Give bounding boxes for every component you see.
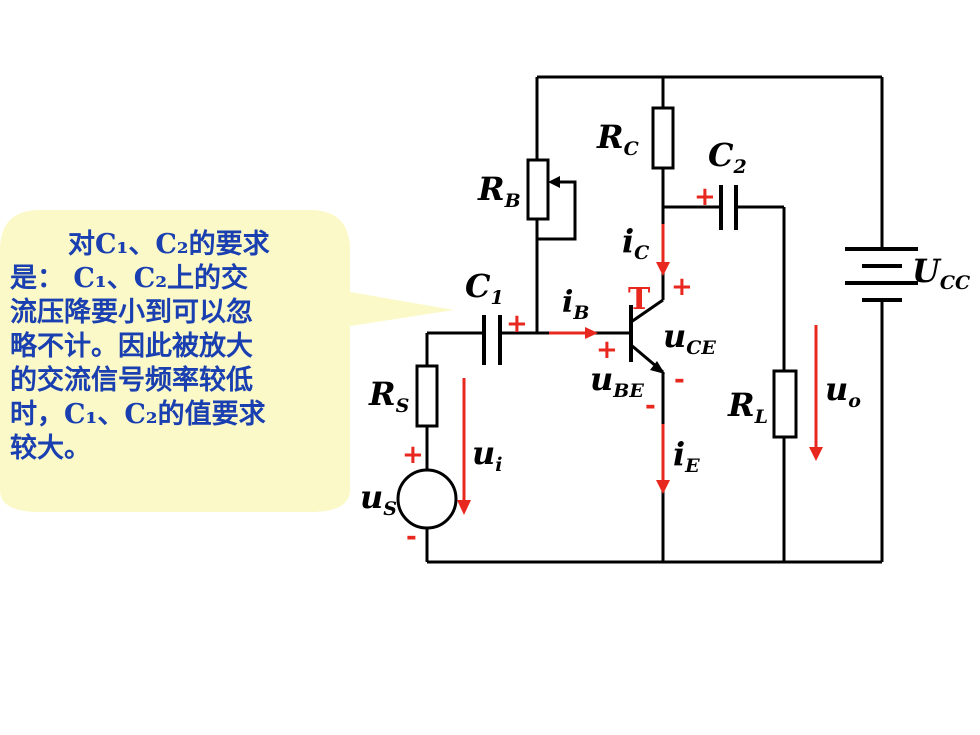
label-c2: C2 <box>708 136 747 178</box>
uce-minus-sign: - <box>674 365 685 395</box>
note-line-1: 对C₁、C₂的要求 <box>68 229 270 260</box>
note-line-2: 是： C₁、C₂上的交 <box>10 263 249 294</box>
uo-arrow-icon <box>809 447 823 461</box>
label-rc: RC <box>596 118 639 160</box>
ib-arrow-icon <box>585 327 598 339</box>
label-ucc: UCC <box>912 252 970 294</box>
note-line-3: 流压降要小到可以忽 <box>10 297 253 328</box>
note-line-5: 的交流信号频率较低 <box>10 365 253 396</box>
label-c1: C1 <box>465 267 504 309</box>
us-minus-sign: - <box>406 522 417 552</box>
rb-wiper <box>537 180 577 241</box>
ic-arrow-icon <box>656 262 670 276</box>
resistor-rc <box>651 106 675 170</box>
label-ic: iC <box>622 222 649 264</box>
label-rl: RL <box>727 386 768 428</box>
source-us <box>396 468 458 530</box>
resistor-rs <box>415 364 439 428</box>
emitter-arrow-icon <box>650 361 665 374</box>
capacitor-c2 <box>719 185 738 230</box>
label-rb: RB <box>477 170 521 212</box>
label-ib: iB <box>562 285 589 324</box>
label-us: uS <box>360 478 397 520</box>
label-uce: uCE <box>663 317 716 359</box>
us-plus-sign: + <box>402 440 424 470</box>
label-rs: RS <box>368 375 409 417</box>
label-ie: iE <box>673 435 700 477</box>
ube-plus-sign: + <box>596 335 618 365</box>
capacitor-c1 <box>482 315 502 365</box>
label-ube: uBE <box>590 360 644 402</box>
resistor-rl <box>772 369 798 439</box>
battery-ucc <box>845 247 918 302</box>
ui-arrow-icon <box>457 500 471 515</box>
note-line-6: 时，C₁、C₂的值要求 <box>10 399 266 430</box>
note-line-7: 较大。 <box>10 433 91 464</box>
rb-wiper-arrowhead <box>548 176 560 188</box>
label-uo: uo <box>825 370 861 412</box>
label-ui: ui <box>472 434 502 476</box>
red-arrows <box>457 224 823 515</box>
uce-plus-sign: + <box>671 272 693 302</box>
ube-minus-sign: - <box>645 391 656 421</box>
wires <box>425 75 884 564</box>
ie-arrow-icon <box>656 480 670 494</box>
note-line-4: 略不计。因此被放大 <box>10 331 253 362</box>
resistor-rb <box>526 158 550 221</box>
label-transistor-t: T <box>628 282 651 317</box>
c2-plus-sign: + <box>694 182 716 212</box>
callout-text: 对C₁、C₂的要求 是： C₁、C₂上的交 流压降要小到可以忽 略不计。因此被放… <box>10 228 330 466</box>
c1-plus-sign: + <box>506 309 528 339</box>
